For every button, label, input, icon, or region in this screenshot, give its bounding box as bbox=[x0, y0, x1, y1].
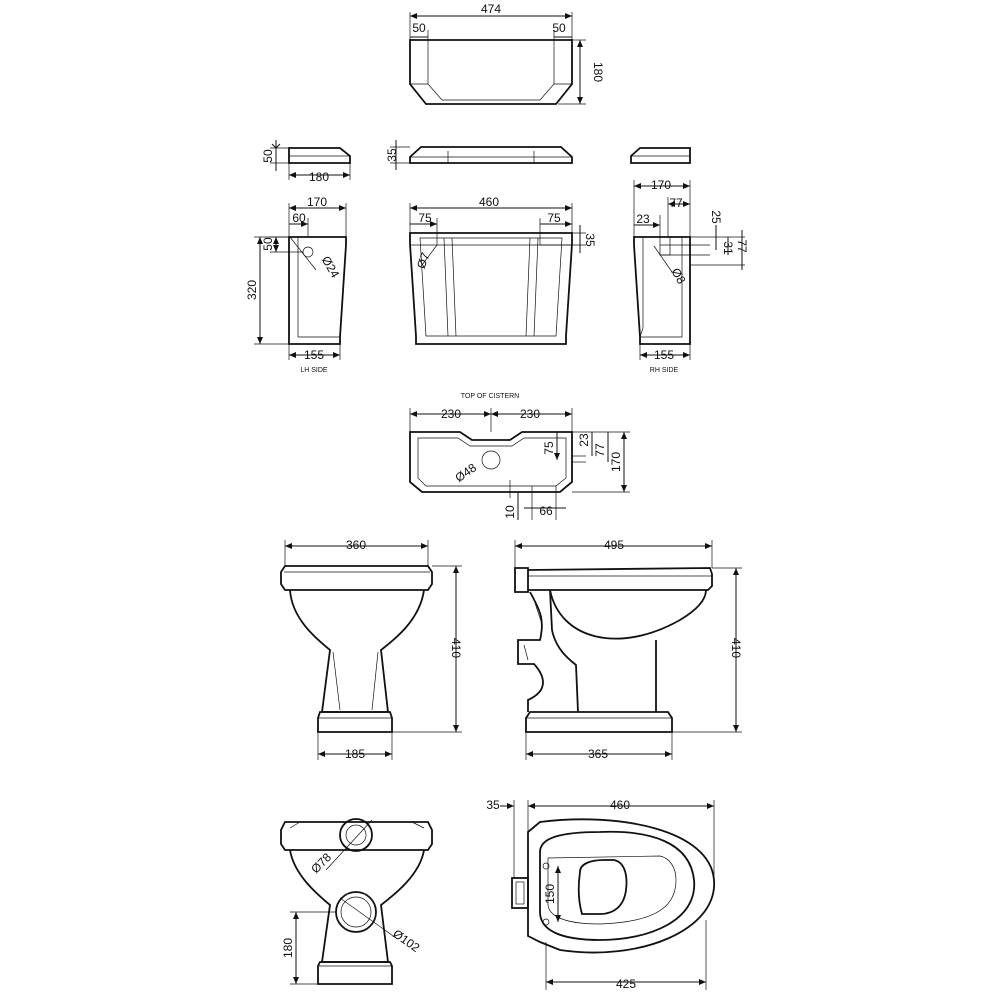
lh-hole-dia-dim: Ø24 bbox=[319, 254, 343, 281]
rh-hole-dia-dim: Ø8 bbox=[668, 266, 688, 287]
toc-v23-dim: 23 bbox=[577, 433, 591, 447]
rh-v31-dim: 31 bbox=[721, 241, 735, 255]
lid-side-view: 50 180 bbox=[261, 140, 351, 184]
lid-rh-view bbox=[630, 147, 691, 164]
toc-hole-dia-dim: Ø48 bbox=[452, 460, 479, 485]
lh-height-dim: 320 bbox=[245, 280, 259, 300]
cistern-front-view: 460 75 75 35 Ø7 bbox=[409, 195, 597, 345]
pan-front-base-width-dim: 185 bbox=[345, 747, 365, 761]
rh-v77-dim: 77 bbox=[735, 239, 749, 253]
lid-side-right-dim: 50 bbox=[552, 21, 566, 35]
lh-base-width-dim: 155 bbox=[304, 348, 324, 362]
lid-height-dim: 180 bbox=[591, 62, 605, 82]
rh-offset-23-dim: 23 bbox=[636, 212, 650, 226]
lh-side-view: 170 60 50 Ø24 320 155 LH SIDE bbox=[245, 195, 347, 374]
lid-top-view: 474 50 50 180 bbox=[409, 2, 605, 105]
pan-rear-height-dim: 180 bbox=[281, 938, 295, 958]
lh-offset-dim: 60 bbox=[292, 211, 306, 225]
pan-rear-inlet-dia-dim: Ø102 bbox=[390, 927, 422, 955]
pan-front-height-dim: 410 bbox=[449, 638, 463, 658]
pan-rear-outlet-dia-dim: Ø78 bbox=[308, 850, 334, 876]
lid-side-height-dim: 50 bbox=[261, 149, 275, 163]
lid-width-dim: 474 bbox=[481, 2, 501, 16]
pan-side-view: 495 410 365 bbox=[514, 538, 743, 761]
lid-side-left-dim: 50 bbox=[412, 21, 426, 35]
pan-top-width-dim: 460 bbox=[610, 798, 630, 812]
top-of-cistern-label: TOP OF CISTERN bbox=[461, 393, 519, 400]
pan-top-hinge-dim: 150 bbox=[543, 884, 557, 904]
pan-rear-view: Ø78 Ø102 180 bbox=[280, 818, 433, 985]
lh-hole-top-dim: 50 bbox=[261, 237, 275, 251]
lid-front-height-dim: 35 bbox=[385, 148, 399, 162]
pan-top-base-width-dim: 425 bbox=[616, 977, 636, 991]
pan-side-height-dim: 410 bbox=[729, 638, 743, 658]
rh-v25-dim: 25 bbox=[709, 210, 723, 224]
toc-left-half-dim: 230 bbox=[441, 407, 461, 421]
pan-side-base-width-dim: 365 bbox=[588, 747, 608, 761]
rh-top-width-dim: 170 bbox=[651, 178, 671, 192]
lid-outline bbox=[409, 39, 573, 105]
lh-top-width-dim: 170 bbox=[307, 195, 327, 209]
toc-v10-dim: 10 bbox=[503, 505, 517, 519]
cistern-right-height-dim: 35 bbox=[583, 233, 597, 247]
pan-top-view: 460 35 150 425 bbox=[486, 798, 715, 991]
lid-inner-line bbox=[427, 40, 555, 101]
rh-offset-77-dim: 77 bbox=[669, 196, 683, 210]
lid-front-view: 35 bbox=[385, 140, 573, 170]
lid-side-width-dim: 180 bbox=[309, 170, 329, 184]
pan-side-top-width-dim: 495 bbox=[604, 538, 624, 552]
cistern-right-inset-dim: 75 bbox=[547, 211, 561, 225]
pan-front-view: 360 410 185 bbox=[280, 538, 463, 761]
toc-right-half-dim: 230 bbox=[520, 407, 540, 421]
pan-front-top-width-dim: 360 bbox=[346, 538, 366, 552]
cistern-width-dim: 460 bbox=[479, 195, 499, 209]
cistern-left-inset-dim: 75 bbox=[418, 211, 432, 225]
toc-w66-dim: 66 bbox=[539, 504, 553, 518]
rh-base-width-dim: 155 bbox=[654, 348, 674, 362]
toc-v77-dim: 77 bbox=[593, 443, 607, 457]
top-of-cistern-view: TOP OF CISTERN 230 230 Ø48 75 23 77 170 … bbox=[409, 393, 630, 520]
toc-depth-dim: 170 bbox=[609, 452, 623, 472]
lh-side-label: LH SIDE bbox=[300, 367, 328, 374]
toc-v75-dim: 75 bbox=[542, 441, 556, 455]
rh-side-view: 170 77 23 25 31 77 Ø8 155 RH SIDE bbox=[633, 178, 749, 374]
pan-top-rear-dim: 35 bbox=[486, 798, 500, 812]
cistern-hole-dia-dim: Ø7 bbox=[414, 250, 433, 270]
rh-side-label: RH SIDE bbox=[650, 367, 679, 374]
